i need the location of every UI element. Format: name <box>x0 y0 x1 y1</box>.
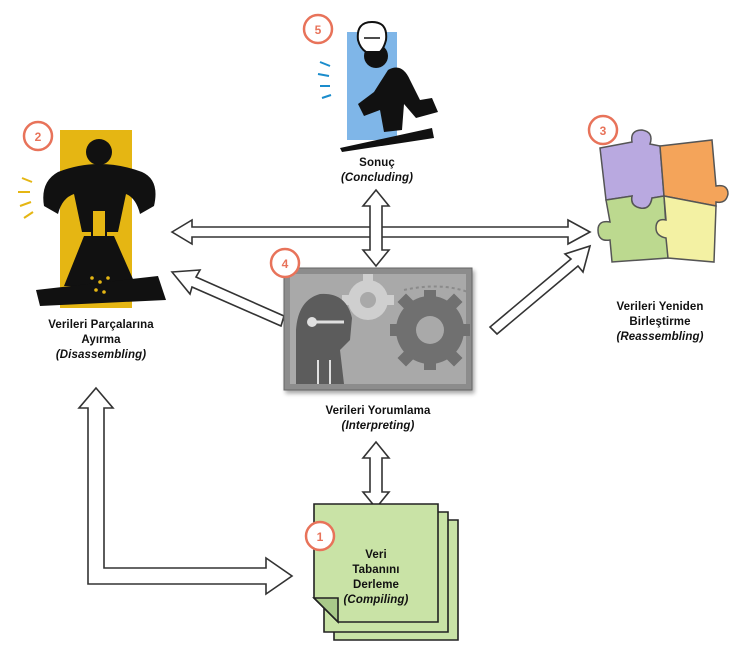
badge-interpreting: 4 <box>269 247 301 279</box>
badge-concluding: 5 <box>302 13 334 45</box>
label-compiling-en: (Compiling) <box>343 594 409 606</box>
badge-reassembling: 3 <box>587 114 619 146</box>
label-compiling-tr-2: Tabanını <box>352 564 400 576</box>
label-compiling-tr-1: Veri <box>365 549 387 561</box>
disassembling-illustration <box>18 130 166 308</box>
badge-number: 1 <box>317 530 324 544</box>
badge-number: 5 <box>315 23 322 37</box>
badge-number: 3 <box>600 124 607 138</box>
label-reassembling-en: (Reassembling) <box>616 331 704 343</box>
arrow-reassembling-interpreting <box>488 244 592 336</box>
label-reassembling-tr-2: Birleştirme <box>629 316 691 328</box>
label-disassembling-tr-2: Ayırma <box>81 334 121 346</box>
arrow-interpreting-disassembling <box>170 269 285 328</box>
badge-compiling: 1 <box>304 520 336 552</box>
badge-number: 2 <box>35 130 42 144</box>
interpreting-illustration <box>283 267 473 391</box>
label-concluding-tr: Sonuç <box>359 157 395 169</box>
compiling-illustration <box>312 503 459 641</box>
label-compiling-tr-3: Derleme <box>352 579 400 591</box>
label-interpreting-en: (Interpreting) <box>341 420 415 432</box>
label-concluding-en: (Concluding) <box>340 172 414 184</box>
label-disassembling-tr-1: Verileri Parçalarına <box>48 319 154 331</box>
label-disassembling: Verileri Parçalarına Ayırma (Disassembli… <box>20 318 182 363</box>
badge-disassembling: 2 <box>22 120 54 152</box>
arrow-compiling-disassembling <box>77 386 294 596</box>
label-concluding: Sonuç (Concluding) <box>312 156 442 186</box>
label-interpreting-tr: Verileri Yorumlama <box>325 405 431 417</box>
label-compiling: Veri Tabanını Derleme (Compiling) <box>334 548 418 608</box>
concluding-illustration <box>317 20 438 152</box>
label-interpreting: Verileri Yorumlama (Interpreting) <box>300 404 456 434</box>
label-reassembling-tr-1: Verileri Yeniden <box>616 301 704 313</box>
reassembling-illustration <box>597 129 729 263</box>
arrow-interpreting-compiling <box>361 440 391 510</box>
label-disassembling-en: (Disassembling) <box>55 349 147 361</box>
badge-number: 4 <box>282 257 289 271</box>
label-reassembling: Verileri Yeniden Birleştirme (Reassembli… <box>590 300 730 345</box>
arrow-concluding-interpreting <box>361 188 391 268</box>
